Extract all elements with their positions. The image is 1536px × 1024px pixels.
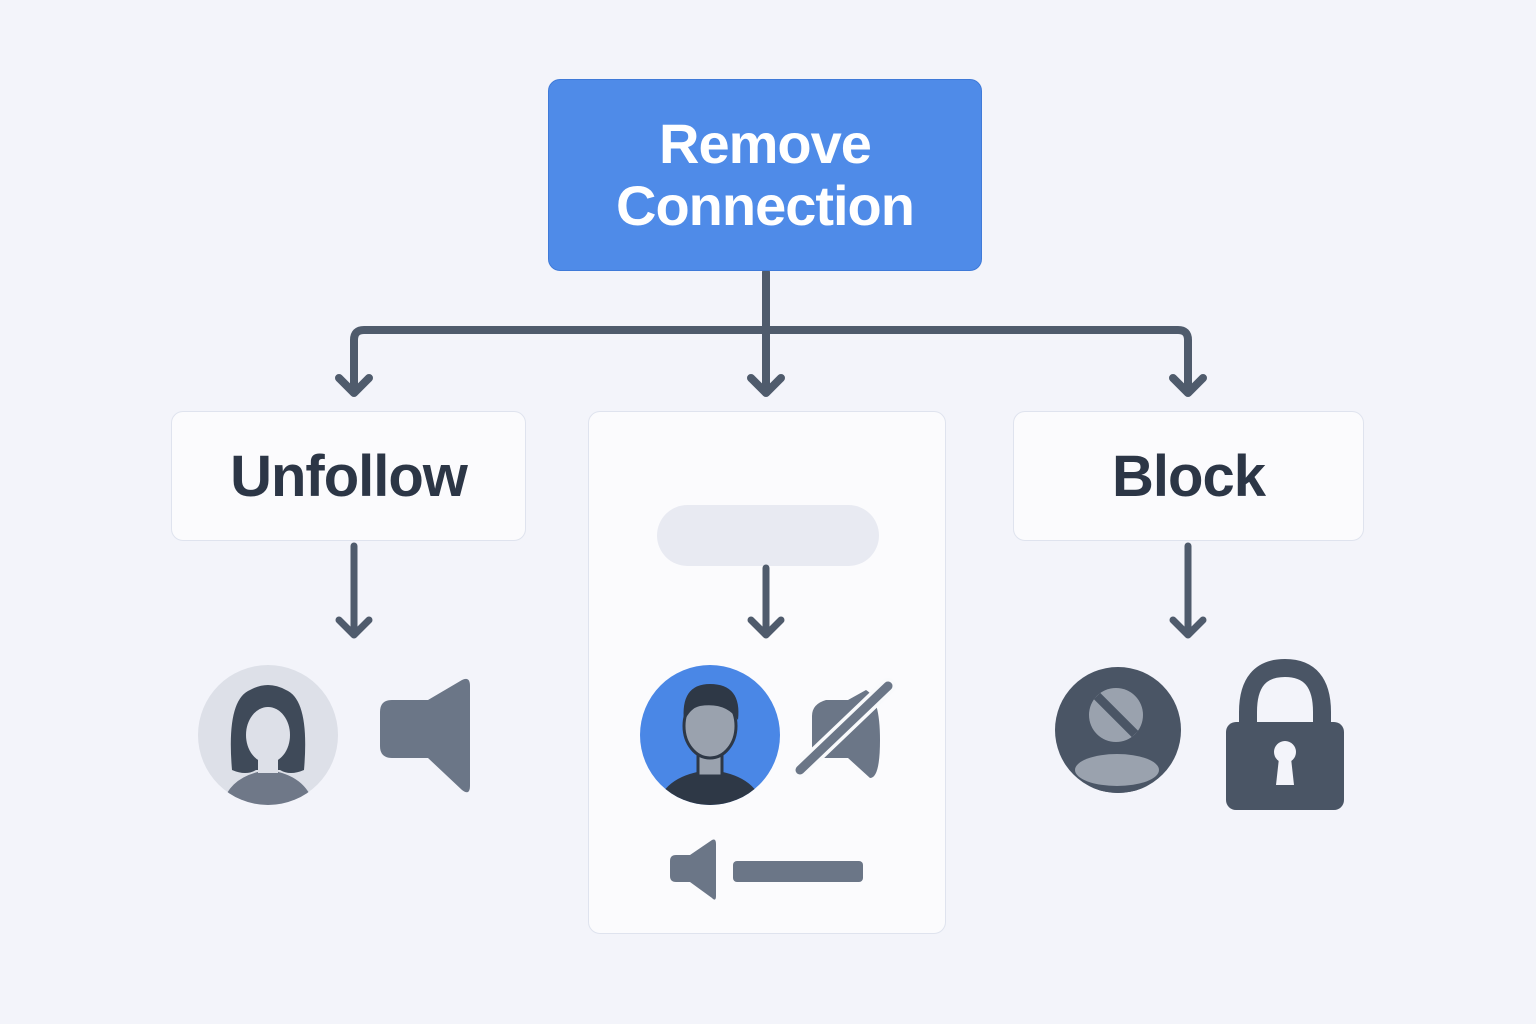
arrow-head-right [1169,374,1207,397]
arrow-head-center [747,374,785,397]
unfollow-node[interactable]: Unfollow [171,411,526,541]
mute-node[interactable] [588,411,946,934]
speaker-muted-icon [792,678,896,778]
placeholder-pill [657,505,879,566]
unfollow-label: Unfollow [230,443,468,509]
arrow-unfollow-down [335,542,373,639]
padlock-icon [1226,658,1344,810]
root-label: Remove Connection [616,112,915,237]
block-node[interactable]: Block [1013,411,1364,541]
male-avatar-icon [640,665,780,805]
remove-connection-node[interactable]: Remove Connection [548,79,982,271]
female-avatar-icon [198,665,338,805]
blocked-user-icon [1055,667,1181,793]
arrow-block-down [1169,542,1207,639]
arrow-mute-down [747,564,785,639]
branch-bar [350,326,1192,396]
arrow-head-left [335,374,373,397]
speaker-icon [380,678,470,793]
block-label: Block [1112,443,1266,509]
speaker-slider-icon [670,839,863,900]
